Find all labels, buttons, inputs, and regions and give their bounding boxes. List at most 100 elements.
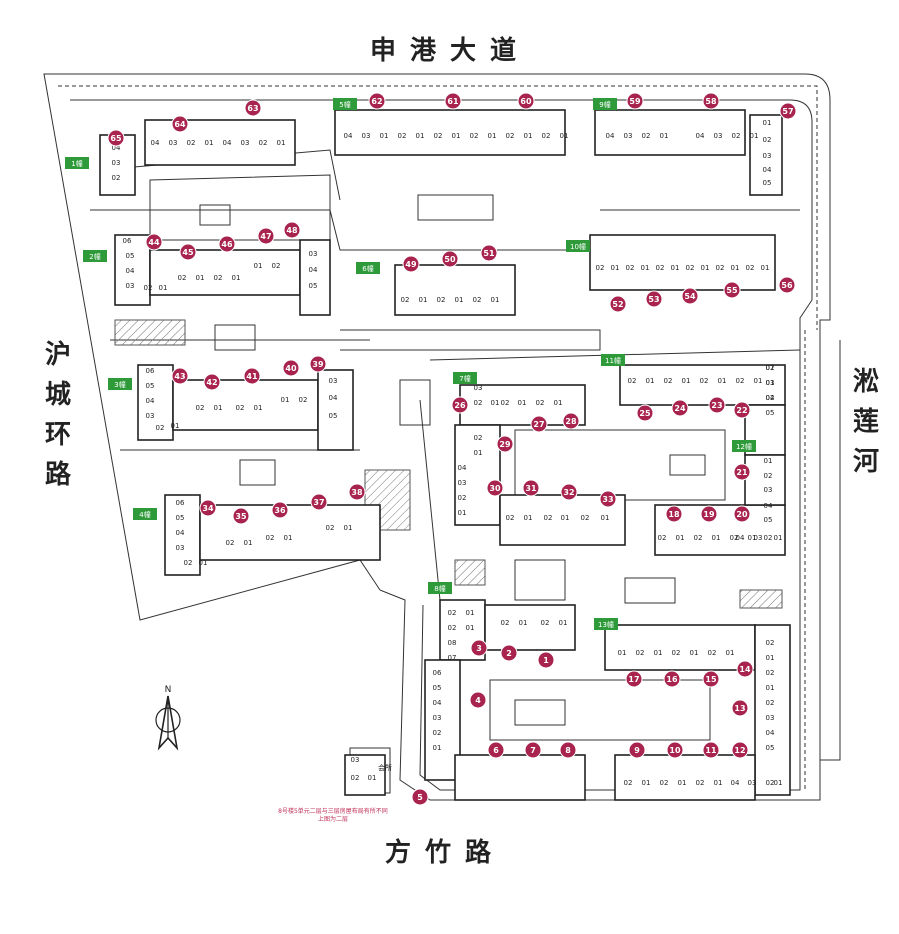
unit-marker[interactable]: 32 <box>560 483 578 501</box>
building-tag-label: 11幢 <box>605 356 621 365</box>
unit-marker[interactable]: 24 <box>671 399 689 417</box>
unit-number: 02 <box>628 377 637 385</box>
unit-marker[interactable]: 21 <box>733 463 751 481</box>
unit-marker[interactable]: 29 <box>496 435 514 453</box>
unit-marker[interactable]: 39 <box>309 355 327 373</box>
unit-marker[interactable]: 65 <box>107 129 125 147</box>
unit-marker[interactable]: 14 <box>736 660 754 678</box>
unit-marker-circle <box>681 287 699 305</box>
unit-marker[interactable]: 8 <box>559 741 577 759</box>
unit-marker[interactable]: 30 <box>486 479 504 497</box>
unit-marker[interactable]: 33 <box>599 490 617 508</box>
unit-marker-circle <box>469 691 487 709</box>
unit-marker[interactable]: 15 <box>702 670 720 688</box>
unit-marker[interactable]: 20 <box>733 505 751 523</box>
unit-number: 01 <box>196 274 205 282</box>
unit-marker[interactable]: 7 <box>524 741 542 759</box>
unit-number: 01 <box>774 534 783 542</box>
unit-marker[interactable]: 27 <box>530 415 548 433</box>
unit-number: 02 <box>764 534 773 542</box>
unit-number: 04 <box>344 132 353 140</box>
unit-marker[interactable]: 44 <box>145 233 163 251</box>
unit-number: 01 <box>601 514 610 522</box>
unit-marker[interactable]: 64 <box>171 115 189 133</box>
unit-marker[interactable]: 57 <box>779 102 797 120</box>
unit-number: 01 <box>159 284 168 292</box>
unit-marker[interactable]: 38 <box>348 483 366 501</box>
unit-marker-circle <box>599 490 617 508</box>
unit-marker[interactable]: 61 <box>444 92 462 110</box>
unit-marker[interactable]: 35 <box>232 507 250 525</box>
unit-number: 02 <box>656 264 665 272</box>
unit-marker[interactable]: 50 <box>441 250 459 268</box>
unit-marker[interactable]: 46 <box>218 235 236 253</box>
unit-marker[interactable]: 49 <box>402 255 420 273</box>
unit-marker[interactable]: 12 <box>731 741 749 759</box>
unit-number: 01 <box>701 264 710 272</box>
unit-marker[interactable]: 47 <box>257 227 275 245</box>
unit-marker[interactable]: 18 <box>665 505 683 523</box>
unit-marker[interactable]: 6 <box>487 741 505 759</box>
unit-marker-label: 41 <box>246 372 258 381</box>
building-tag-label: 12幢 <box>736 442 752 451</box>
unit-number: 01 <box>254 404 263 412</box>
unit-marker[interactable]: 40 <box>282 359 300 377</box>
unit-marker[interactable]: 5 <box>411 788 429 806</box>
unit-marker[interactable]: 56 <box>778 276 796 294</box>
unit-marker[interactable]: 26 <box>451 396 469 414</box>
unit-marker[interactable]: 11 <box>702 741 720 759</box>
unit-marker[interactable]: 55 <box>723 281 741 299</box>
unit-marker[interactable]: 22 <box>733 401 751 419</box>
unit-marker[interactable]: 48 <box>283 221 301 239</box>
unit-marker[interactable]: 16 <box>663 670 681 688</box>
unit-number: 02 <box>694 534 703 542</box>
unit-marker[interactable]: 62 <box>368 92 386 110</box>
unit-marker[interactable]: 43 <box>171 367 189 385</box>
unit-number: 04 <box>763 166 772 174</box>
building-tag-bg <box>83 250 107 262</box>
unit-marker[interactable]: 60 <box>517 92 535 110</box>
unit-number: 05 <box>766 744 775 752</box>
unit-marker[interactable]: 17 <box>625 670 643 688</box>
unit-marker[interactable]: 36 <box>271 501 289 519</box>
unit-number: 02 <box>214 274 223 282</box>
unit-number: 02 <box>437 296 446 304</box>
unit-marker[interactable]: 59 <box>626 92 644 110</box>
unit-number: 05 <box>176 514 185 522</box>
unit-marker-circle <box>609 295 627 313</box>
unit-number: 02 <box>736 377 745 385</box>
unit-marker[interactable]: 51 <box>480 244 498 262</box>
unit-marker[interactable]: 45 <box>179 243 197 261</box>
unit-marker[interactable]: 3 <box>470 639 488 657</box>
unit-marker[interactable]: 53 <box>645 290 663 308</box>
unit-number: 02 <box>474 434 483 442</box>
unit-marker[interactable]: 54 <box>681 287 699 305</box>
unit-number: 02 <box>501 399 510 407</box>
unit-marker[interactable]: 37 <box>310 493 328 511</box>
unit-marker[interactable]: 58 <box>702 92 720 110</box>
unit-marker[interactable]: 63 <box>244 99 262 117</box>
building-outlines <box>99 109 791 801</box>
unit-number: 01 <box>416 132 425 140</box>
unit-marker[interactable]: 10 <box>666 741 684 759</box>
unit-marker[interactable]: 9 <box>628 741 646 759</box>
unit-marker[interactable]: 19 <box>700 505 718 523</box>
unit-marker[interactable]: 1 <box>537 651 555 669</box>
unit-marker[interactable]: 28 <box>562 412 580 430</box>
unit-marker[interactable]: 52 <box>609 295 627 313</box>
unit-number: 01 <box>641 264 650 272</box>
unit-marker[interactable]: 2 <box>500 644 518 662</box>
unit-number: 01 <box>458 509 467 517</box>
unit-number: 02 <box>642 132 651 140</box>
unit-marker[interactable]: 34 <box>199 499 217 517</box>
unit-number: 02 <box>542 132 551 140</box>
unit-marker[interactable]: 41 <box>243 367 261 385</box>
building-tag-label: 1幢 <box>71 159 82 168</box>
unit-marker[interactable]: 25 <box>636 404 654 422</box>
unit-marker[interactable]: 42 <box>203 373 221 391</box>
unit-marker[interactable]: 4 <box>469 691 487 709</box>
unit-number: 01 <box>764 457 773 465</box>
unit-marker[interactable]: 23 <box>708 396 726 414</box>
unit-marker[interactable]: 31 <box>522 479 540 497</box>
unit-marker[interactable]: 13 <box>731 699 749 717</box>
